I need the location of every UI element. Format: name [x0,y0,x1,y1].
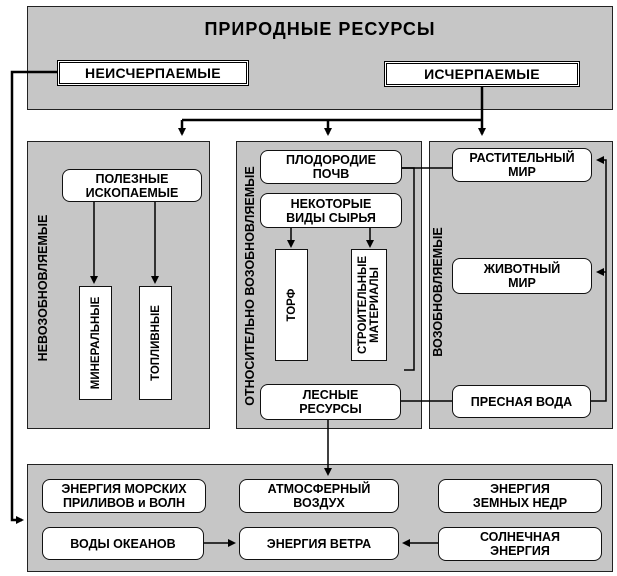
inexhaustible-box: НЕИСЧЕРПАЕМЫЕ [57,60,249,86]
mineral-box: МИНЕРАЛЬНЫЕ [79,286,112,400]
animal-world-box: ЖИВОТНЫЙ МИР [452,258,592,294]
exhaustible-box: ИСЧЕРПАЕМЫЕ [384,61,580,87]
fuel-box: ТОПЛИВНЫЕ [139,286,172,400]
page-title: ПРИРОДНЫЕ РЕСУРСЫ [204,19,436,39]
relatively-renewable-panel [236,141,422,429]
forest-resources-box: ЛЕСНЫЕ РЕСУРСЫ [260,384,401,420]
minerals-box: ПОЛЕЗНЫЕ ИСКОПАЕМЫЕ [62,169,202,202]
mineral-label: МИНЕРАЛЬНЫЕ [89,296,102,390]
atmospheric-air-box: АТМОСФЕРНЫЙ ВОЗДУХ [239,479,399,513]
building-materials-box: СТРОИТЕЛЬНЫЕ МАТЕРИАЛЫ [351,249,387,361]
building-materials-label: СТРОИТЕЛЬНЫЕ МАТЕРИАЛЫ [357,255,381,355]
fuel-label: ТОПЛИВНЫЕ [149,305,162,381]
wind-energy-box: ЭНЕРГИЯ ВЕТРА [239,527,399,560]
raw-materials-box: НЕКОТОРЫЕ ВИДЫ СЫРЬЯ [260,193,402,228]
fresh-water-box: ПРЕСНАЯ ВОДА [452,385,591,418]
tides-energy-box: ЭНЕРГИЯ МОРСКИХ ПРИЛИВОВ и ВОЛН [42,479,206,513]
renewable-label: ВОЗОБНОВЛЯЕМЫЕ [431,227,445,357]
ocean-waters-box: ВОДЫ ОКЕАНОВ [42,527,204,560]
peat-label: ТОРФ [285,288,298,322]
peat-box: ТОРФ [275,249,308,361]
plant-world-box: РАСТИТЕЛЬНЫЙ МИР [452,148,592,182]
earth-energy-box: ЭНЕРГИЯ ЗЕМНЫХ НЕДР [438,479,602,513]
solar-energy-box: СОЛНЕЧНАЯ ЭНЕРГИЯ [438,527,602,561]
top-panel [27,6,613,110]
soil-fertility-box: ПЛОДОРОДИЕ ПОЧВ [260,150,402,184]
relatively-renewable-label: ОТНОСИТЕЛЬНО ВОЗОБНОВЛЯЕМЫЕ [243,166,257,406]
nonrenewable-label: НЕВОЗОБНОВЛЯЕМЫЕ [36,214,50,362]
